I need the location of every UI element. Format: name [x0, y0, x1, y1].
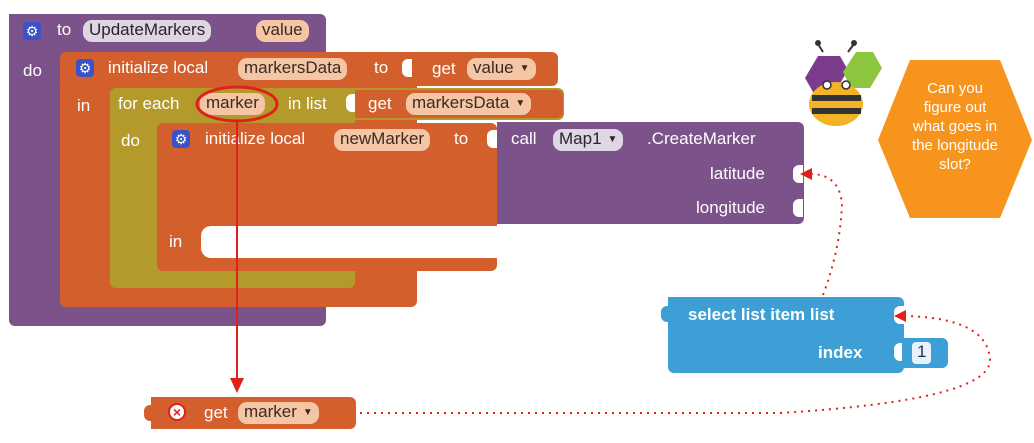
procedure-name[interactable]: UpdateMarkers: [83, 20, 212, 42]
hint-line: figure out: [923, 99, 987, 116]
index-socket[interactable]: [894, 343, 904, 361]
create-marker-block[interactable]: [497, 122, 804, 224]
longitude-socket[interactable]: [793, 199, 803, 217]
init-local-1-var[interactable]: markersData: [238, 58, 348, 80]
create-marker-arg-latitude: latitude: [710, 164, 765, 183]
create-marker-arg-longitude: longitude: [696, 198, 766, 217]
create-marker-component[interactable]: Map1▼: [553, 129, 624, 151]
gear-icon[interactable]: ⚙: [23, 22, 41, 40]
get-marker-plug: [144, 405, 152, 421]
gear-icon[interactable]: ⚙: [76, 59, 94, 77]
for-each-list-socket: [346, 94, 356, 112]
init-local-1-in: in: [77, 96, 91, 115]
dotted-get-to-list: [360, 315, 992, 414]
hint-line: the longitude: [912, 137, 998, 154]
app-inventor-bee-logo: [805, 40, 882, 126]
for-each-do: do: [121, 131, 140, 150]
chevron-down-icon[interactable]: ▼: [519, 63, 530, 74]
create-marker-call: call: [511, 129, 537, 148]
select-list-item-plug: [661, 306, 669, 322]
dotted-list-arrowhead: [894, 310, 906, 322]
procedure-to-keyword: to: [57, 20, 72, 39]
index-value[interactable]: 1: [912, 342, 932, 364]
get-marker-var[interactable]: marker▼: [238, 402, 319, 424]
hint-text: Can you figure out what goes in the long…: [878, 79, 1032, 174]
chevron-down-icon[interactable]: ▼: [302, 407, 313, 418]
get-markersdata-label: get: [368, 94, 392, 113]
for-each-var[interactable]: marker: [200, 93, 265, 115]
hint-line: what goes in: [912, 118, 998, 135]
marker-arrow-head: [230, 378, 244, 393]
init-local-2-label: initialize local: [205, 129, 306, 148]
chevron-down-icon[interactable]: ▼: [515, 98, 526, 109]
dotted-select-to-latitude: [811, 173, 844, 296]
init-local-1-label: initialize local: [108, 58, 209, 77]
gear-icon[interactable]: ⚙: [172, 130, 190, 148]
select-list-item-block[interactable]: [668, 297, 904, 373]
for-each-label-2: in list: [288, 94, 327, 113]
procedure-param[interactable]: value: [256, 20, 309, 42]
init-local-2-var[interactable]: newMarker: [334, 129, 431, 151]
init-local-2-body-slot[interactable]: [201, 226, 497, 258]
init-local-1-to: to: [374, 58, 389, 77]
dotted-latitude-arrowhead: [800, 168, 812, 180]
get-marker-label: get: [204, 403, 228, 422]
latitude-socket[interactable]: [793, 165, 803, 183]
marker-highlight-ellipse: [195, 85, 279, 123]
get-value-var[interactable]: value▼: [467, 58, 536, 80]
create-marker-method: .CreateMarker: [647, 129, 756, 148]
select-list-item-label: select list item list: [688, 305, 835, 324]
hint-line: slot?: [939, 156, 971, 173]
for-each-label-1: for each: [118, 94, 180, 113]
error-x-icon[interactable]: ×: [168, 403, 186, 421]
init-local-1-socket: [402, 59, 412, 77]
init-local-2-in: in: [169, 232, 183, 251]
get-value-label: get: [432, 59, 456, 78]
hint-line: Can you: [927, 80, 983, 97]
init-local-2-to: to: [454, 129, 469, 148]
procedure-body-gap: [60, 306, 326, 312]
get-markersdata-var[interactable]: markersData▼: [406, 93, 532, 115]
chevron-down-icon[interactable]: ▼: [607, 134, 618, 145]
init-local-2-socket: [487, 130, 497, 148]
procedure-do-keyword: do: [23, 61, 42, 80]
hint-hexagon: [878, 60, 1032, 218]
select-list-item-index-label: index: [818, 343, 863, 362]
